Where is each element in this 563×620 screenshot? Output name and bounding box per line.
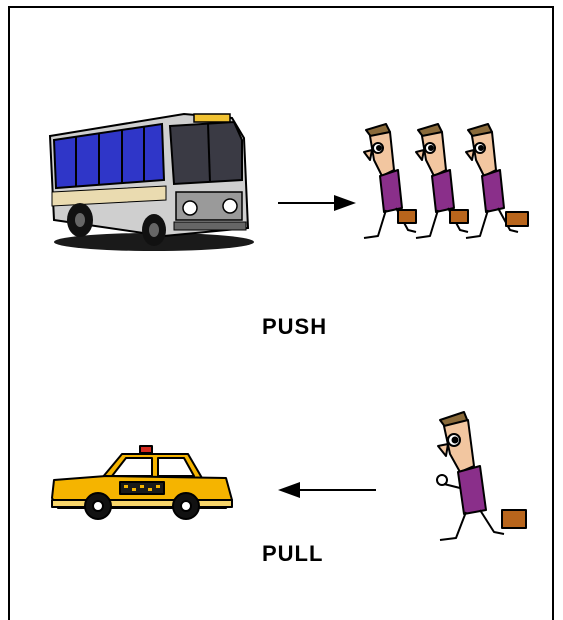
walking-man-icon [363, 123, 417, 239]
pull-label: PULL [262, 541, 324, 566]
arrow-right-icon [278, 195, 356, 211]
taxi-icon [51, 445, 233, 520]
slide-frame [8, 6, 554, 620]
bus-icon [48, 112, 254, 251]
walking-man-icon [465, 123, 529, 239]
walking-man-icon [436, 411, 527, 541]
arrow-left-icon [278, 482, 376, 498]
push-label: PUSH [262, 314, 328, 339]
walking-man-icon [415, 123, 469, 239]
